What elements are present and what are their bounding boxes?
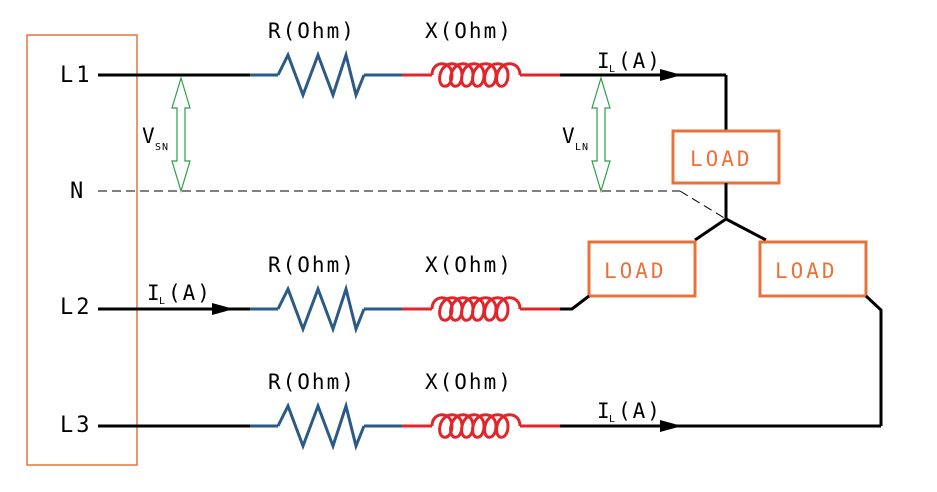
voltage-label-vln: V LN [562, 124, 589, 153]
current-label-l2: I L (A) [147, 281, 212, 307]
current-arrow-l1 [660, 69, 682, 81]
resistor-l1 [276, 49, 366, 100]
load-top: LOAD [671, 129, 781, 185]
load-top-label: LOAD [690, 147, 753, 171]
label-l3: L3 [60, 413, 93, 438]
label-l1: L1 [60, 63, 93, 88]
svg-text:(A): (A) [618, 399, 662, 423]
line-l1 [98, 49, 728, 131]
inductor-l3 [430, 413, 522, 439]
label-l2: L2 [60, 295, 93, 320]
resistor-l2 [276, 283, 366, 334]
inductor-l1 [430, 62, 522, 88]
load-left: LOAD [587, 240, 697, 298]
svg-text:L: L [609, 64, 616, 75]
svg-text:V: V [562, 124, 577, 148]
svg-text:I: I [597, 49, 612, 73]
line-l2 [98, 283, 590, 334]
line-l3 [98, 400, 881, 451]
reactance-label-l1: X(Ohm) [425, 19, 513, 43]
svg-text:V: V [142, 124, 157, 148]
label-n: N [70, 179, 86, 204]
load-right: LOAD [758, 240, 868, 298]
load-left-label: LOAD [604, 259, 667, 283]
current-label-l1: I L (A) [597, 49, 662, 75]
source-box [26, 34, 138, 466]
current-arrow-l2 [212, 303, 234, 315]
svg-text:L: L [159, 296, 166, 307]
resistor-l3 [276, 400, 366, 451]
voltage-arrow-vsn [171, 75, 191, 194]
svg-text:I: I [597, 399, 612, 423]
reactance-label-l2: X(Ohm) [425, 253, 513, 277]
svg-text:(A): (A) [618, 49, 662, 73]
current-arrow-l3 [660, 420, 682, 432]
load-right-label: LOAD [775, 259, 838, 283]
voltage-arrow-vln [591, 75, 611, 194]
svg-text:(A): (A) [168, 281, 212, 305]
resistor-label-l2: R(Ohm) [268, 253, 356, 277]
svg-text:L: L [609, 414, 616, 425]
svg-text:I: I [147, 281, 162, 305]
voltage-label-vsn: V SN [142, 124, 169, 153]
current-label-l3: I L (A) [597, 399, 662, 425]
inductor-l2 [430, 296, 522, 322]
neutral-line [98, 190, 727, 220]
svg-text:LN: LN [575, 142, 589, 153]
reactance-label-l3: X(Ohm) [425, 370, 513, 394]
resistor-label-l3: R(Ohm) [268, 370, 356, 394]
svg-text:SN: SN [155, 142, 169, 153]
resistor-label-l1: R(Ohm) [268, 19, 356, 43]
